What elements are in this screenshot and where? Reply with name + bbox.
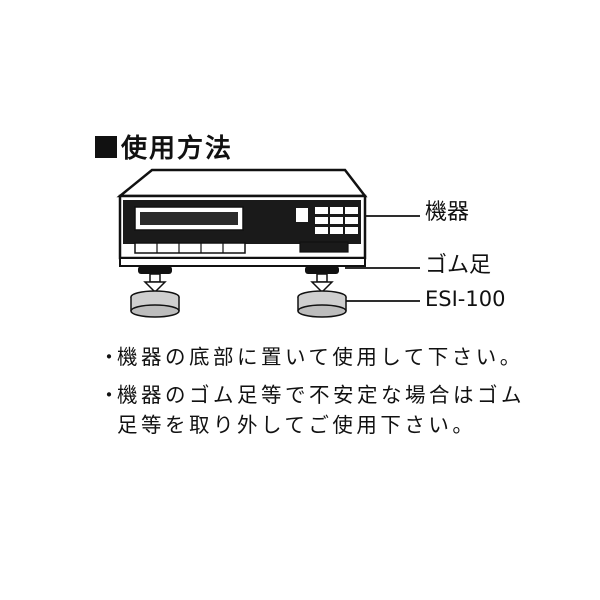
device-illustration-icon [116, 168, 420, 318]
device-display-inner-icon [140, 212, 238, 225]
usage-figure: 機器 ゴム足 ESI-100 [90, 160, 530, 330]
esi-100-pad-right-icon [297, 290, 347, 318]
instruction-item: ・ 機器の底部に置いて使用して下さい。 [95, 342, 525, 372]
device-top-icon [116, 168, 368, 198]
rubber-foot-left-icon [138, 266, 172, 294]
instruction-list: ・ 機器の底部に置いて使用して下さい。 ・ 機器のゴム足等で不安定な場合はゴム足… [95, 342, 525, 448]
instruction-item: ・ 機器のゴム足等で不安定な場合はゴム足等を取り外してご使用下さい。 [95, 380, 525, 440]
section-title: 使用方法 [95, 128, 233, 165]
title-text: 使用方法 [121, 134, 234, 164]
bullet-icon: ・ [99, 383, 123, 407]
callout-product: ESI-100 [425, 287, 506, 311]
title-square-icon [95, 135, 117, 158]
callout-device: 機器 [425, 200, 470, 225]
esi-100-pad-left-icon [130, 290, 180, 318]
instruction-text: 機器のゴム足等で不安定な場合はゴム足等を取り外してご使用下さい。 [117, 383, 525, 437]
bullet-icon: ・ [99, 345, 123, 369]
callout-rubber-feet: ゴム足 [425, 253, 492, 278]
rubber-foot-right-icon [305, 266, 339, 294]
device-buttons-icon [134, 242, 246, 254]
device-indicator-icon [296, 208, 308, 222]
instruction-text: 機器の底部に置いて使用して下さい。 [117, 345, 524, 369]
